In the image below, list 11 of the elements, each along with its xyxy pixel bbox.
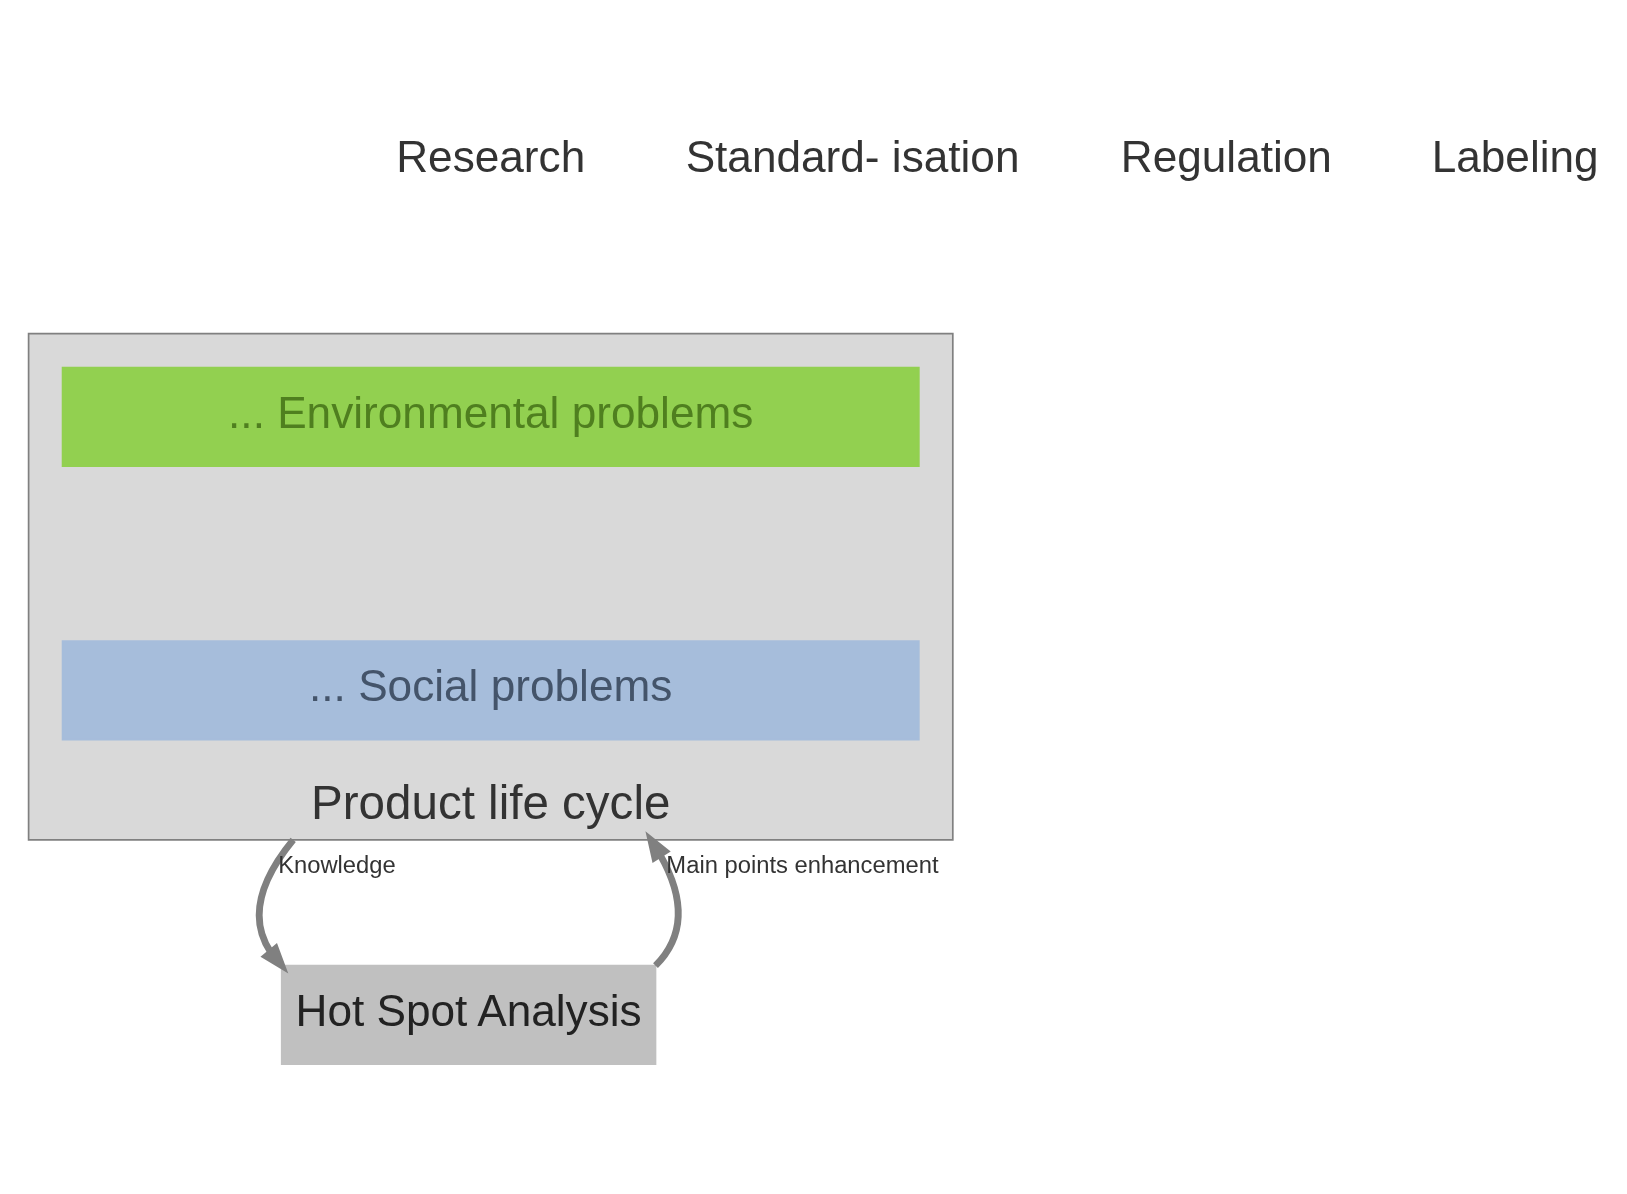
label: Labeling	[1431, 131, 1599, 181]
arrow	[645, 831, 682, 968]
node-box: ... Environmental problems	[61, 366, 920, 468]
label: Standard- isation	[685, 131, 1020, 181]
arrow	[255, 837, 296, 974]
label: Regulation	[1120, 131, 1332, 181]
node-box: Hot Spot Analysis	[280, 964, 657, 1066]
edge-label: Main points enhancement	[666, 850, 939, 878]
label: Research	[396, 131, 586, 181]
edge-label: Knowledge	[278, 850, 396, 878]
node-box: ... Social problems	[61, 640, 920, 741]
